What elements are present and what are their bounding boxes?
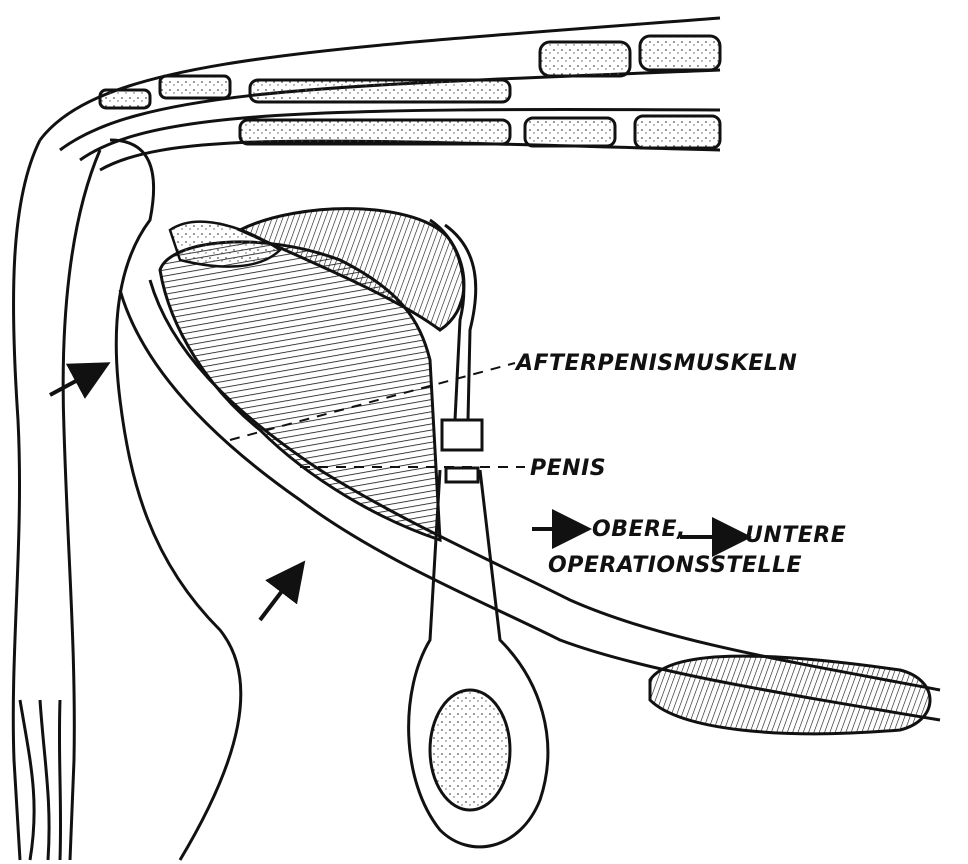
spine <box>40 18 720 170</box>
label-penis: PENIS <box>530 456 606 481</box>
label-operationsstelle: OPERATIONSSTELLE <box>548 553 802 578</box>
tail <box>13 140 100 860</box>
lower-operation-arrow <box>260 570 298 620</box>
upper-operation-arrow <box>50 368 100 395</box>
label-afterpenismuskeln: AFTERPENISMUSKELN <box>516 351 797 376</box>
label-obere: OBERE, <box>592 517 686 542</box>
label-untere: UNTERE <box>745 523 846 548</box>
glans <box>650 656 930 734</box>
